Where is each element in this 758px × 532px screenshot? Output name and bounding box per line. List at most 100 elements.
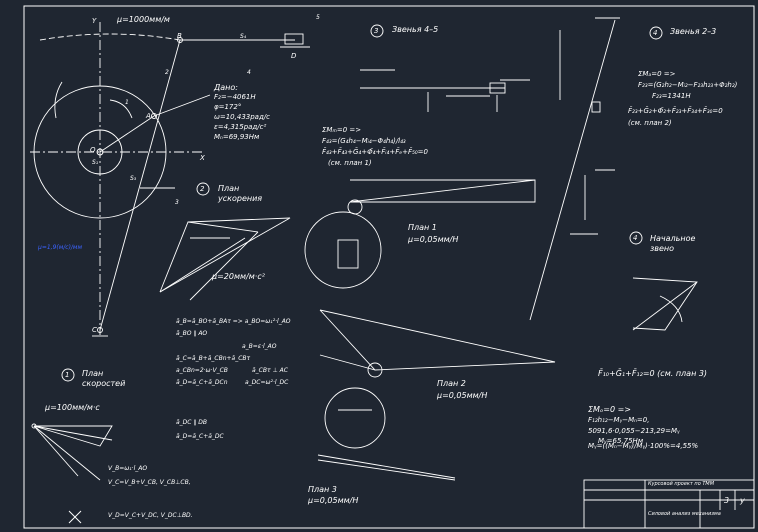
initial-moment-1: F₁₂h₁₂−Mᵧ−Mₙ=0, bbox=[588, 416, 650, 424]
plan1-scale: μ=0,05мм/Н bbox=[408, 235, 459, 244]
accel-eq-4: ā_C=ā_B+ā_CBn+ā_CBτ bbox=[176, 355, 251, 362]
section-circle-4b bbox=[629, 231, 643, 245]
link23-slider bbox=[591, 101, 601, 113]
initial-link-fr bbox=[632, 281, 698, 331]
label-s1: S₁ bbox=[92, 159, 99, 166]
title-block-letter: у bbox=[740, 496, 745, 505]
link45-eq-2: F̄₄₃+F̄₄₃+Ḡ₄+Φ̄₄+F̄ᵢ₄+F̄ₑ+F̄₅₀=0 bbox=[322, 148, 429, 156]
accel-vector-a3 bbox=[159, 237, 246, 293]
slider-block bbox=[284, 33, 304, 45]
initial-link-eq: F̄₁₀+Ḡ₁+F̄₁₂=0 (см. план 3) bbox=[598, 369, 708, 378]
mechanism-scale: μ=1000мм/м bbox=[117, 15, 170, 24]
section-circle-2 bbox=[196, 182, 210, 196]
velocity-pole bbox=[31, 423, 37, 429]
given-title: Дано: bbox=[214, 83, 238, 92]
link23-title: Звенья 2–3 bbox=[670, 27, 717, 36]
plan3-title: План 3 bbox=[308, 485, 337, 494]
accel-eq-1: ā_B=ā_ВО+ā_ВАτ => a_ВО=ω₁²·l_AO bbox=[176, 318, 291, 325]
omega-arc bbox=[109, 99, 133, 119]
given-line-2: φ=172° bbox=[214, 103, 242, 111]
link45-title: Звенья 4–5 bbox=[392, 25, 439, 34]
initial-link-polygon bbox=[632, 277, 698, 331]
initial-link-title: Начальное звено bbox=[650, 234, 696, 253]
title-block-subtitle: Силовой анализ механизма bbox=[648, 511, 721, 517]
accel-eq-7: ā_D=ā_C+ā_DCn bbox=[176, 379, 228, 386]
initial-link-arc bbox=[659, 295, 683, 323]
label-a: A bbox=[146, 112, 151, 120]
section-circle-3 bbox=[370, 24, 384, 38]
epsilon-arc bbox=[54, 81, 63, 119]
joint-b bbox=[177, 37, 183, 43]
initial-moment-2: 5091,6·0,055−213,29=Mᵧ bbox=[588, 427, 680, 435]
given-line-3: ω=10,433рад/с bbox=[214, 113, 270, 121]
label-o: O bbox=[90, 146, 96, 154]
label-4: 4 bbox=[247, 69, 251, 76]
label-1: 1 bbox=[125, 99, 129, 106]
joint-a bbox=[151, 113, 157, 119]
accel-eq-8: a_DC=ω²·l_DC bbox=[245, 379, 289, 386]
link23-eq-4: (см. план 2) bbox=[628, 119, 672, 127]
label-c: C bbox=[92, 326, 97, 334]
crank-pivot bbox=[96, 148, 104, 156]
plan2-scale: μ=0,05мм/Н bbox=[437, 391, 488, 400]
accel-vector-a1 bbox=[187, 221, 259, 233]
label-2: 2 bbox=[165, 69, 169, 76]
plan3-f10 bbox=[317, 459, 456, 481]
plan2-zoom-circle bbox=[324, 387, 386, 449]
label-b: B bbox=[177, 32, 182, 40]
initial-moment-3: Mᵧ=65,75Нм bbox=[598, 437, 644, 445]
plan1-diagonal bbox=[349, 179, 536, 203]
accel-eq-3: a_B=ε·l_AO bbox=[242, 343, 277, 350]
link45-eq-header: ΣMₘ=0 => bbox=[322, 126, 362, 134]
label-x: X bbox=[200, 154, 205, 162]
velocity-eq-3: V_D=V_C+V_DC, V_DC⊥BD. bbox=[108, 512, 193, 519]
label-d: D bbox=[291, 52, 297, 60]
velocity-polygon bbox=[33, 425, 113, 447]
accel-polygon bbox=[159, 217, 291, 293]
link-ad bbox=[153, 94, 211, 117]
velocity-scale: μ=100мм/м·с bbox=[45, 403, 100, 412]
plan1-polygon bbox=[350, 179, 536, 203]
velocity-eq-2: V_C=V_B+V_CB, V_CB⊥CB, bbox=[108, 479, 191, 486]
crank-trajectory-arc bbox=[39, 33, 181, 41]
plan2-small-circle bbox=[367, 362, 383, 378]
title-block bbox=[583, 479, 755, 529]
plan1-title: План 1 bbox=[408, 223, 437, 232]
plan2-f-lower bbox=[319, 354, 376, 371]
label-s3: S₃ bbox=[130, 175, 137, 182]
velocity-scale-blue: μ=1,9(м/с)/мм bbox=[38, 244, 82, 251]
velocity-eq-1: V_B=ω₁·l_AO bbox=[108, 465, 148, 472]
accel-eq-5: a_CBn=2·ω·V_CB bbox=[176, 367, 228, 374]
plan2-title: План 2 bbox=[437, 379, 466, 388]
initial-moment-4: Mᵧ=((Mₙ−Mᵧ)/Mᵧ)·100%=4,55% bbox=[588, 442, 699, 450]
plan1-zoom-circle bbox=[304, 211, 382, 289]
crank-hub-circle bbox=[77, 129, 123, 175]
section-circle-4a bbox=[649, 26, 663, 40]
link-ab bbox=[99, 115, 155, 153]
link23-eq-2: F₂₃=1341Н bbox=[652, 92, 691, 100]
given-line-4: ε=4,315рад/с² bbox=[214, 123, 267, 131]
link23-eq-1: F₂₃=(G₂h₂−Mᵢ₂−F₂₃h₂₃+Φ₂h₂) bbox=[638, 81, 738, 89]
section-number-1: 1 bbox=[65, 371, 70, 379]
velocity-vc bbox=[33, 425, 101, 481]
plan1-small-circle bbox=[347, 199, 363, 215]
section-number-4a: 4 bbox=[653, 29, 658, 37]
label-5: 5 bbox=[316, 14, 320, 21]
accel-eq-10: ā_D=ā_C+ā_DC bbox=[176, 433, 224, 440]
sheet-close-icon bbox=[68, 510, 82, 524]
initial-moment-header: ΣMₒ=0 => bbox=[588, 405, 632, 414]
link23-eq-3: F̄₂₃+Ḡ₂+Φ̄₂+F̄₂₃+F̄₃₄+F̄₃₀=0 bbox=[628, 107, 723, 115]
link45-eq-3: (см. план 1) bbox=[328, 159, 372, 167]
crank-circle bbox=[33, 85, 167, 219]
plan2-polygon bbox=[319, 309, 556, 371]
sheet-frame bbox=[23, 5, 755, 529]
plan3-scale: μ=0,05мм/Н bbox=[308, 496, 359, 505]
link45-eq-1: F₄₃=(G₄h₄−Mᵢ₄−Φ₄h₄)/l₄₃ bbox=[322, 137, 406, 145]
accel-eq-9: ā_DC ∥ DB bbox=[176, 419, 208, 426]
accel-eq-2: ā_ВО ∥ AO bbox=[176, 330, 208, 337]
link23-eq-header: ΣMₐ=0 => bbox=[638, 70, 676, 78]
velocity-title: План скоростей bbox=[82, 369, 126, 388]
joint-c bbox=[97, 327, 103, 333]
label-s4: S₄ bbox=[240, 33, 247, 40]
